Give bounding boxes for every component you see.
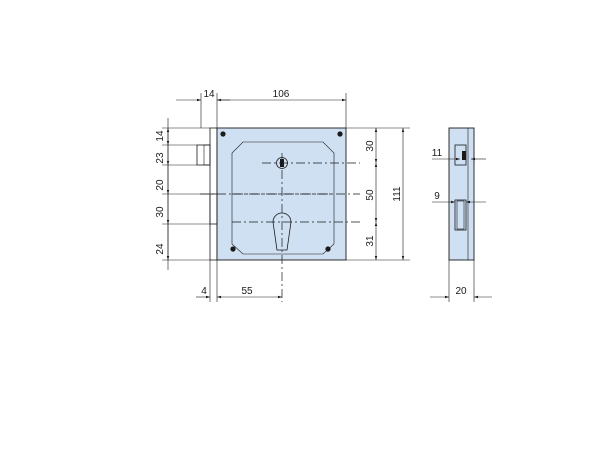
dim-bottom-55: 55 xyxy=(241,286,253,297)
cylinder-profile xyxy=(272,212,292,251)
dim-side-9: 9 xyxy=(434,191,440,202)
screw-top-left xyxy=(220,131,226,137)
dim-right-50: 50 xyxy=(365,189,376,201)
dead-bolt xyxy=(209,193,218,225)
dim-top-106: 106 xyxy=(273,89,290,100)
side-view: 11 9 20 xyxy=(430,127,492,302)
dim-right-30: 30 xyxy=(365,140,376,152)
dim-right-111: 111 xyxy=(392,186,403,202)
side-body xyxy=(448,127,475,261)
dim-side-20: 20 xyxy=(455,286,467,297)
screw-top-right xyxy=(337,131,343,137)
front-view xyxy=(196,127,360,302)
side-deadbolt-slot xyxy=(454,199,467,231)
dim-left-14: 14 xyxy=(155,130,166,142)
dim-top-14: 14 xyxy=(203,89,215,100)
plate-inner-outline xyxy=(231,141,335,255)
screw-bottom-right xyxy=(325,246,331,252)
dim-left-23: 23 xyxy=(155,152,166,164)
dim-left-24: 24 xyxy=(155,243,166,255)
dim-side-11: 11 xyxy=(432,148,443,159)
dim-left-20: 20 xyxy=(155,179,166,191)
dim-bottom-4: 4 xyxy=(201,286,207,297)
latch-bolt xyxy=(196,144,211,166)
screw-bottom-left xyxy=(230,246,236,252)
front-dimensions: 14 106 14 23 20 30 24 30 50 31 111 xyxy=(155,89,410,302)
dim-right-31: 31 xyxy=(365,235,376,247)
dim-left-30: 30 xyxy=(155,206,166,218)
